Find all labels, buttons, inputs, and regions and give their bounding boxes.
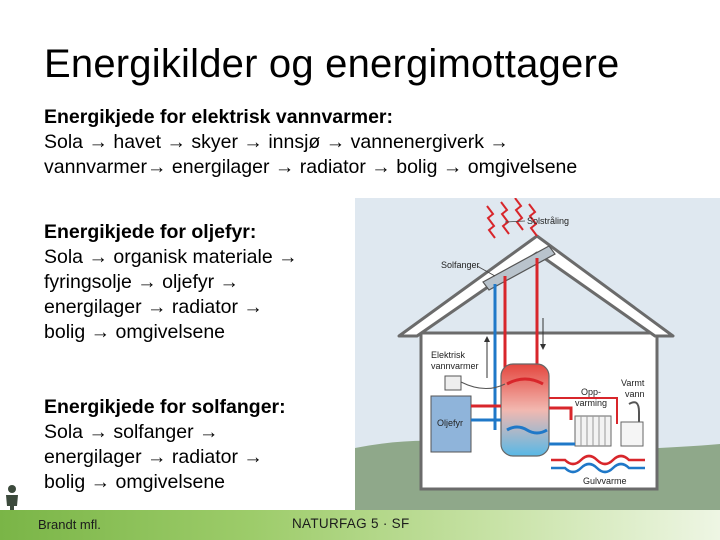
house-heating-diagram: Solstråling Solfanger Elektrisk vannvarm… — [355, 198, 720, 510]
section-heading: Energikjede for solfanger: — [44, 396, 286, 418]
label-gulvvarme: Gulvvarme — [583, 476, 627, 486]
solar-panel — [482, 245, 556, 291]
label-solstraling: Solstråling — [527, 216, 569, 226]
oil-burner — [430, 395, 472, 453]
heater-cable — [460, 381, 506, 389]
section-heading: Energikjede for oljefyr: — [44, 221, 257, 243]
section-line: energilager → radiator → — [44, 446, 263, 468]
section-line: Sola → havet → skyer → innsjø → vannener… — [44, 131, 509, 153]
label-opp: Opp- — [581, 387, 601, 397]
tap-hot-pipe — [549, 397, 618, 424]
person-icon — [6, 485, 18, 514]
sun-rays — [486, 198, 538, 239]
label-vannvarmer: vannvarmer — [431, 361, 479, 371]
label-elektrisk: Elektrisk — [431, 350, 466, 360]
sink — [620, 421, 644, 447]
label-vann: vann — [625, 389, 645, 399]
tap-icon — [628, 401, 640, 422]
section-heading: Energikjede for elektrisk vannvarmer: — [44, 106, 393, 128]
section-electric-water-heater: Energikjede for elektrisk vannvarmer: So… — [44, 105, 577, 180]
section-line: bolig → omgivelsene — [44, 471, 226, 493]
page-title: Energikilder og energimottagere — [44, 42, 620, 86]
house-diagram-svg: Solstråling Solfanger Elektrisk vannvarm… — [355, 198, 720, 510]
section-oil-burner: Energikjede for oljefyr: Sola → organisk… — [44, 220, 298, 345]
radiator-hot-pipe — [549, 406, 573, 420]
label-oljefyr: Oljefyr — [437, 418, 463, 428]
tank-coil-bottom — [506, 425, 548, 435]
section-line: energilager → radiator → — [44, 296, 263, 318]
section-line: fyringsolje → oljefyr → — [44, 271, 240, 293]
flow-arrow-up-head — [484, 336, 490, 342]
electric-heater-box — [444, 375, 462, 391]
leader-line — [504, 220, 526, 223]
footer-bar: Brandt mfl. NATURFAG 5 · SF — [0, 510, 720, 540]
section-solar-collector: Energikjede for solfanger: Sola → solfan… — [44, 395, 286, 495]
footer-course: NATURFAG 5 · SF — [292, 516, 410, 531]
label-varming: varming — [575, 398, 607, 408]
label-varmt: Varmt — [621, 378, 645, 388]
section-line: Sola → solfanger → — [44, 421, 219, 443]
section-line: Sola → organisk materiale → — [44, 246, 298, 268]
section-line: bolig → omgivelsene — [44, 321, 226, 343]
radiator — [574, 415, 612, 447]
label-solfanger: Solfanger — [441, 260, 480, 270]
footer-author: Brandt mfl. — [38, 517, 101, 532]
floor-heating-hot — [551, 454, 645, 466]
section-line: vannvarmer→ energilager → radiator → bol… — [44, 156, 578, 178]
flow-arrow-down-head — [540, 344, 546, 350]
tank-coil-top — [506, 377, 544, 386]
leader-line — [476, 265, 496, 277]
floor-heating-cold — [551, 462, 645, 474]
